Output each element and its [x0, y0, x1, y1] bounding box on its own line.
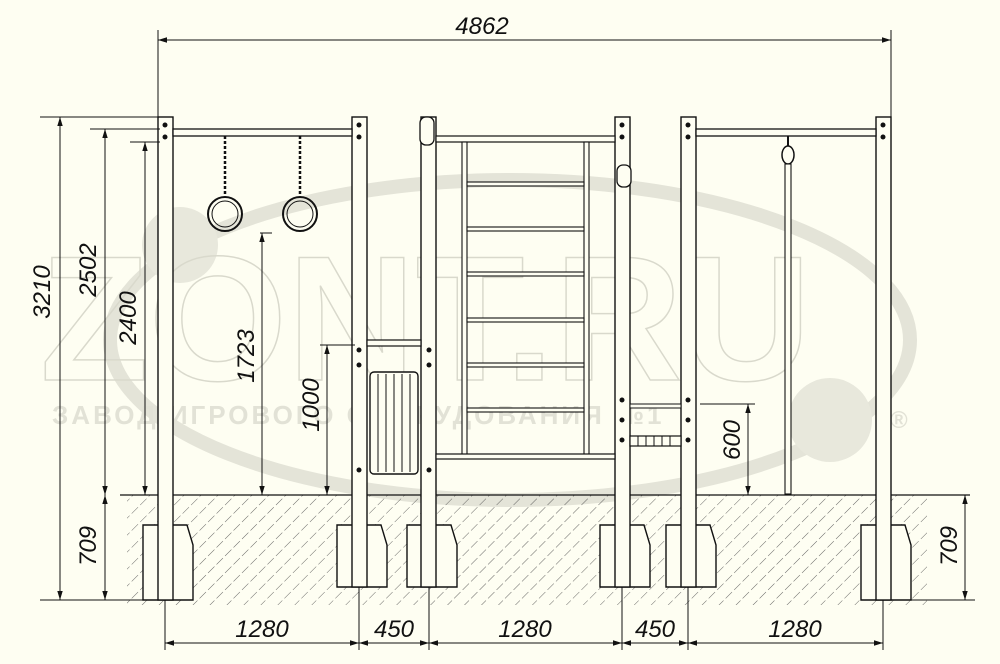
- watermark-dot-right: [788, 378, 872, 462]
- post-5: [680, 116, 697, 588]
- post-6: [875, 116, 892, 601]
- low-bar-section: [629, 403, 682, 447]
- dim-span-4: 450: [635, 616, 676, 643]
- dim-depth-left: 709: [75, 526, 102, 566]
- ladder-rail-left: [461, 141, 468, 458]
- dim-span-5: 1280: [768, 616, 822, 643]
- low-bar: [629, 435, 682, 447]
- dim-frame-height: 2400: [115, 291, 142, 346]
- ring-right: [282, 196, 318, 232]
- dimension-labels: 4862 3210 2502 2400 1723 1000 600 709 70…: [29, 13, 963, 643]
- dim-bench-height: 1000: [298, 378, 325, 432]
- dim-low-bar-height: 600: [719, 419, 746, 460]
- ring-left: [207, 196, 243, 232]
- watermark-registered: ®: [890, 407, 911, 434]
- dim-span-3: 1280: [498, 616, 552, 643]
- rings-section: [172, 128, 353, 232]
- ladder-clamp-right: [616, 164, 632, 188]
- rope-section: [695, 128, 877, 495]
- dim-overall-width: 4862: [455, 13, 508, 40]
- bolts: [162, 122, 886, 473]
- rings-crossbar: [172, 128, 353, 137]
- low-bar-guide: [629, 403, 682, 409]
- bench-bar: [366, 339, 422, 347]
- ladder-top-bar: [435, 135, 616, 143]
- dim-rings-height: 1723: [233, 329, 260, 383]
- ring-chains: [223, 136, 302, 195]
- post-1: [157, 116, 174, 601]
- ladder-clamp-left: [419, 116, 435, 146]
- rope-crossbar: [695, 128, 877, 137]
- rope: [784, 163, 792, 495]
- dim-span-2: 450: [374, 616, 415, 643]
- dimension-lines: [40, 30, 975, 650]
- rope-hook: [781, 145, 795, 165]
- dim-total-height: 3210: [29, 265, 56, 319]
- ladder-section: [419, 116, 632, 460]
- ladder-rail-right: [583, 141, 590, 458]
- dim-bar-height-left: 2502: [75, 243, 102, 297]
- bench-section: [366, 339, 422, 475]
- ground: [120, 494, 970, 605]
- dim-span-1: 1280: [235, 616, 289, 643]
- ladder-rungs: [466, 181, 585, 413]
- dim-depth-right: 709: [936, 526, 963, 566]
- ground-hatch: [127, 495, 927, 605]
- ladder-bottom-bar: [435, 453, 616, 460]
